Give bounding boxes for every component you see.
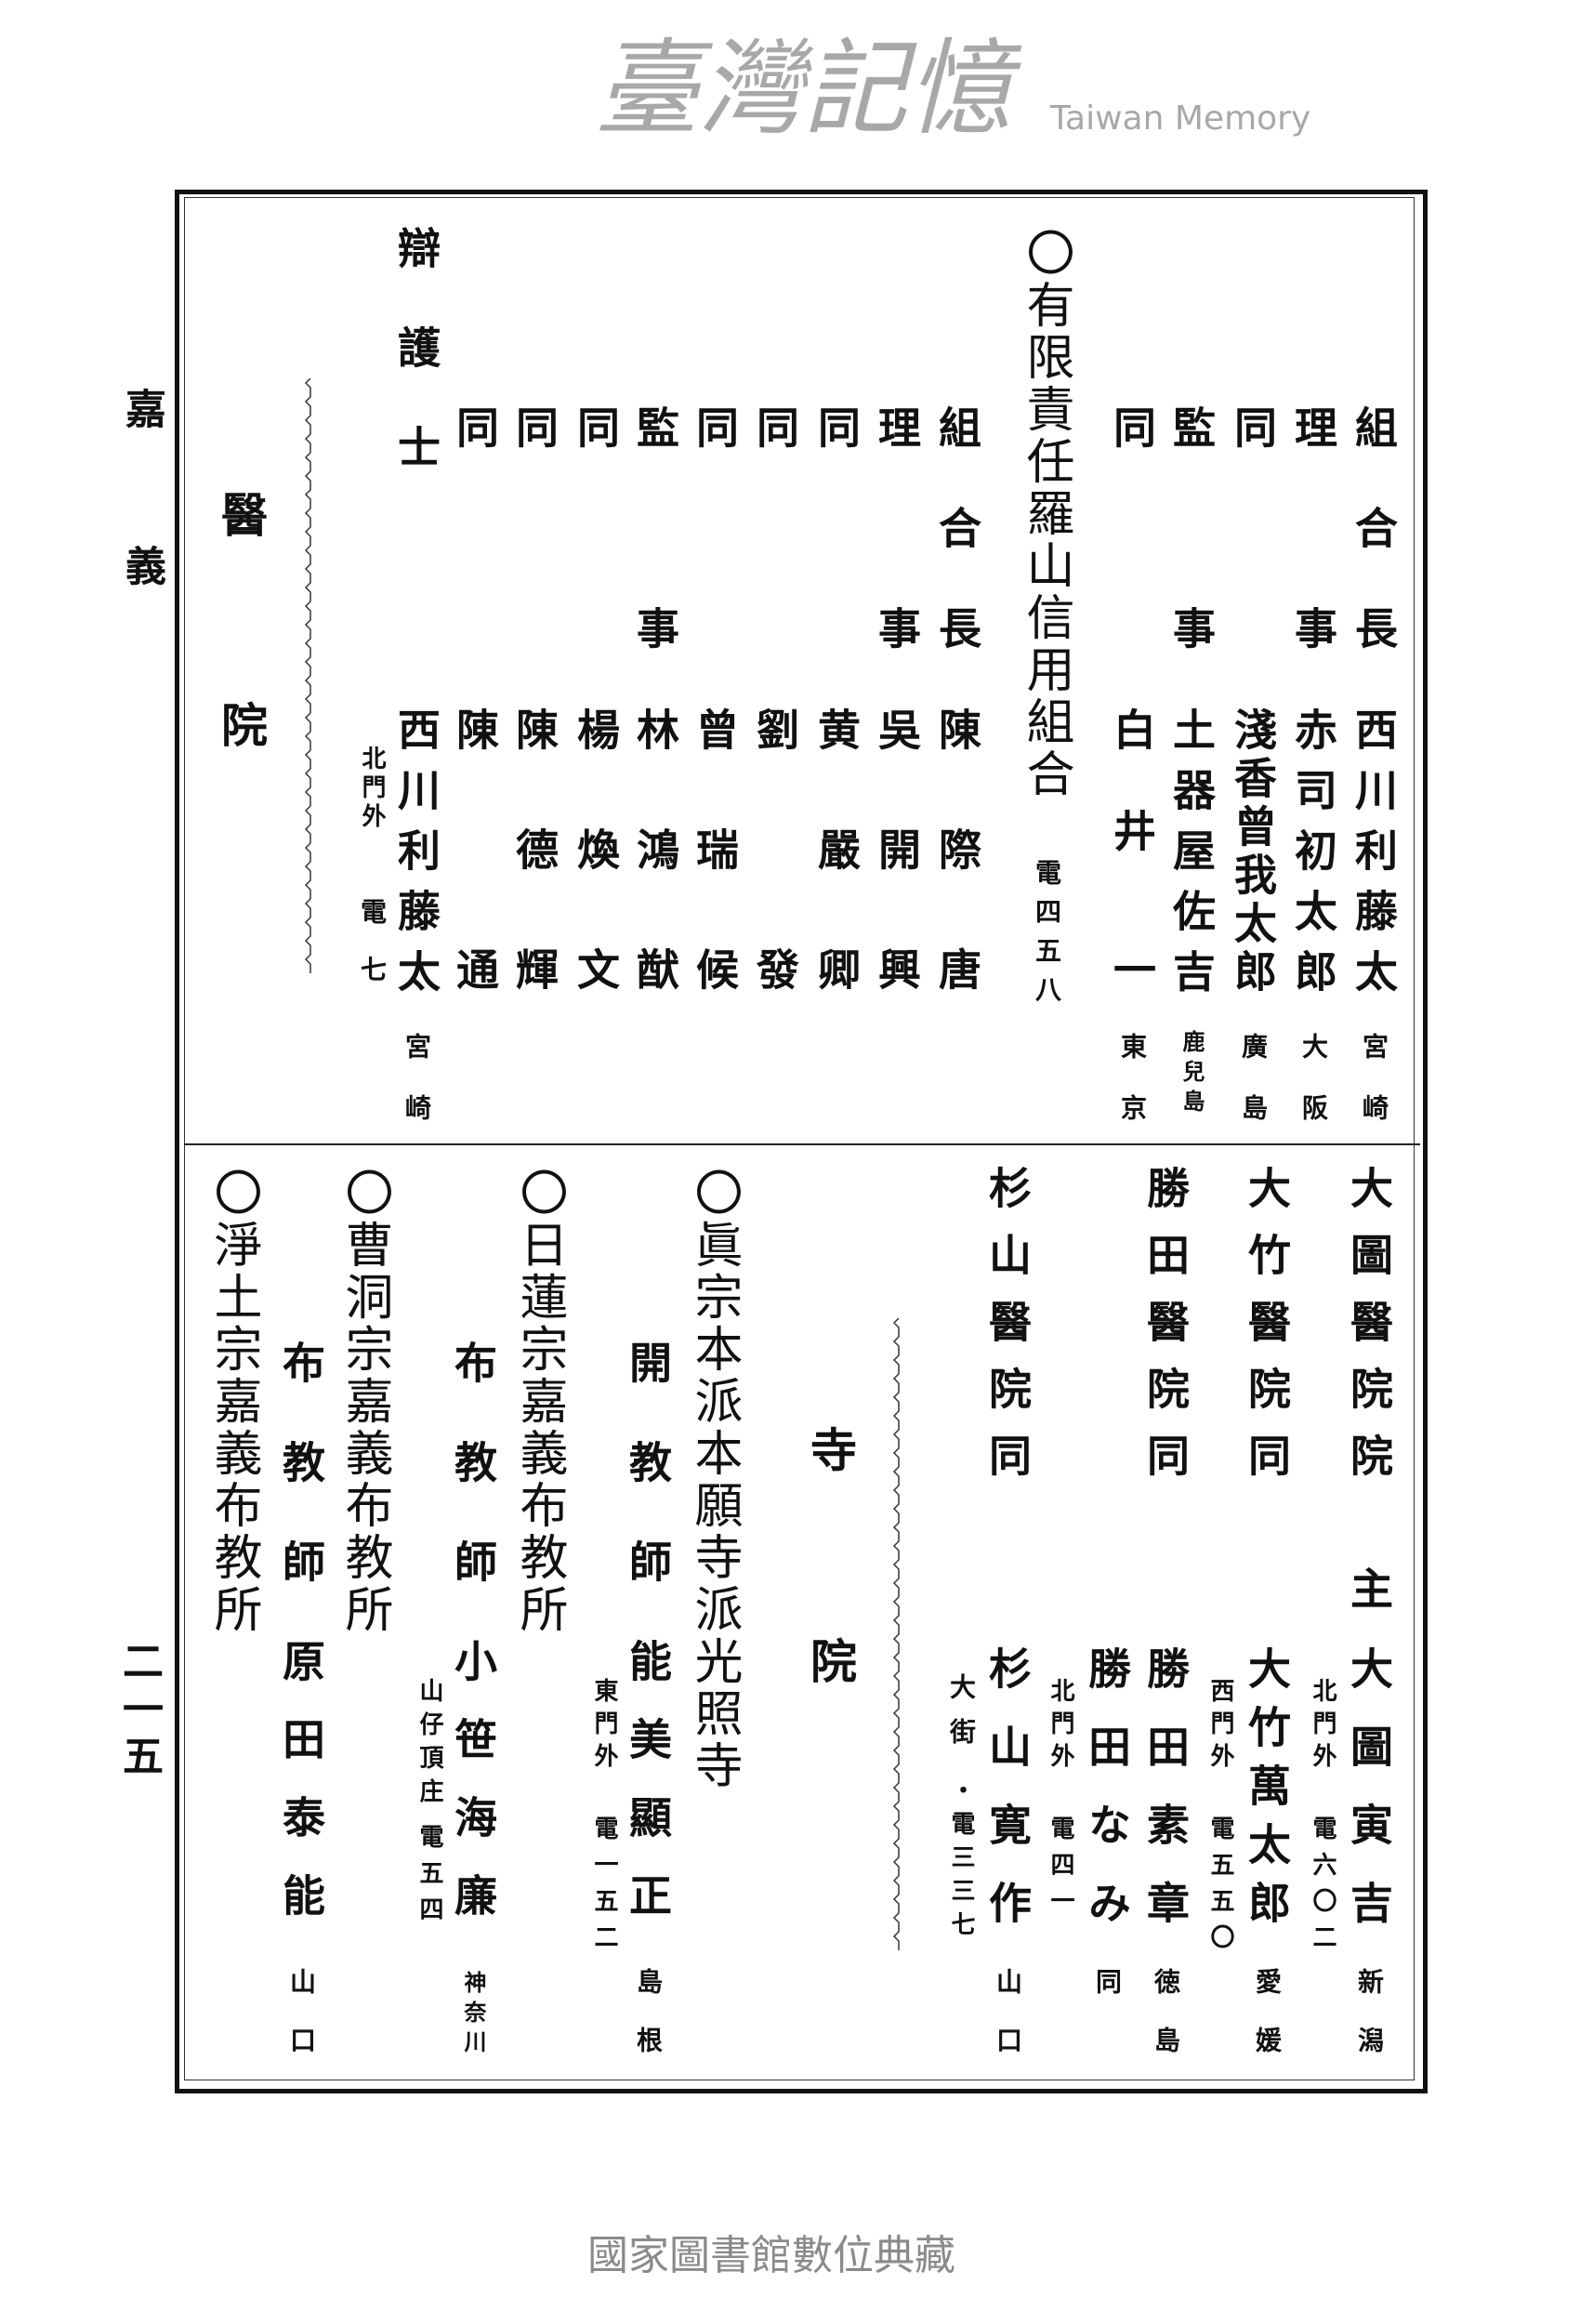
lawyer-phone: 電七	[357, 898, 388, 1013]
section-divider	[184, 1143, 1420, 1145]
watermark-english: Taiwan Memory	[1050, 99, 1311, 138]
temple-title: 〇曹洞宗嘉義布教所	[336, 1168, 392, 1636]
doctor-origin: 山口	[993, 1968, 1023, 2085]
member-name-part: 白井	[1107, 707, 1157, 910]
footer-credit: 國家圖書館數位典藏	[587, 2232, 955, 2279]
member-origin: 廣島	[1238, 1033, 1269, 1155]
member-role: 同	[1228, 405, 1278, 448]
member-role: 監 事	[630, 405, 680, 706]
member-origin: 東京	[1117, 1033, 1148, 1155]
member-name: 吳開興	[872, 707, 922, 1067]
member-origin: 大阪	[1298, 1033, 1329, 1155]
hospital-name: 大竹醫院同	[1242, 1166, 1292, 1500]
member-name-part: 一	[1107, 947, 1157, 990]
member-role: 同	[1107, 405, 1157, 448]
member-name: 陳際唐	[932, 707, 982, 1067]
member-origin: 宮崎	[1359, 1033, 1389, 1155]
wavy-rule-left	[304, 378, 311, 973]
doctor-origin: 愛媛	[1252, 1968, 1283, 2085]
priest-role: 布教師	[448, 1340, 498, 1639]
section-heading-temples: 寺院	[803, 1426, 858, 1848]
member-role: 同	[750, 405, 800, 448]
watermark-chinese: 臺灣記憶	[595, 29, 1011, 150]
temple-title: 〇淨土宗嘉義布教所	[205, 1168, 261, 1636]
doctor-name: 勝田素章	[1140, 1646, 1191, 1959]
lawyer-role: 辯護士	[391, 226, 441, 524]
member-role: 組合長	[1349, 405, 1399, 706]
member-name: 劉 發	[750, 707, 800, 1067]
doctor-name: 勝田なみ	[1082, 1646, 1132, 1959]
priest-name: 小笹海廉	[448, 1639, 498, 1951]
temple-title: 〇日蓮宗嘉義布教所	[511, 1168, 567, 1636]
hospital-address: 大街	[946, 1673, 977, 1763]
priest-origin: 山口	[286, 1968, 317, 2085]
lawyer-address: 北門外	[358, 746, 386, 832]
priest-role: 布教師	[276, 1340, 326, 1639]
member-name: 陳 通	[450, 707, 500, 1067]
priest-name: 原田泰能	[276, 1639, 326, 1951]
wavy-rule-center	[892, 1318, 900, 1950]
member-role: 同	[509, 405, 560, 448]
member-role: 組合長	[932, 405, 982, 706]
cooperative-title: 〇有限責任羅山信用組合	[1018, 228, 1073, 800]
member-name: 林鴻猷	[630, 707, 680, 1067]
priest-origin: 神奈川	[460, 1971, 487, 2060]
hospital-address: 北門外	[1047, 1678, 1074, 1776]
member-role: 同	[450, 405, 500, 448]
cooperative-phone: 電四五八	[1032, 859, 1062, 1015]
page-frame	[175, 190, 1428, 2093]
member-name: 黄嚴卿	[811, 707, 862, 1067]
member-origin: 鹿兒島	[1178, 1030, 1205, 1119]
member-name: 西川利藤太	[1349, 707, 1399, 1010]
page-frame-inner	[184, 197, 1415, 2080]
member-role: 同	[811, 405, 862, 448]
member-name: 赤司初太郎	[1288, 707, 1338, 1010]
lawyer-origin: 宮崎	[402, 1033, 432, 1155]
doctor-origin: 同	[1092, 1968, 1123, 1994]
temple-phone: 電一五二	[590, 1816, 618, 1961]
member-role: 同	[571, 405, 621, 448]
doctor-origin: 徳島	[1151, 1968, 1181, 2085]
temple-address: 山仔頂庄	[415, 1678, 443, 1812]
member-name: 楊煥文	[571, 707, 621, 1067]
hospital-name: 勝田醫院同	[1140, 1166, 1191, 1500]
doctor-name: 大圖寅吉	[1344, 1646, 1394, 1959]
priest-origin: 島根	[633, 1968, 664, 2085]
member-role: 理 事	[872, 405, 922, 706]
page-number: 二一五	[115, 1640, 163, 1782]
running-head-city: 嘉義	[118, 388, 165, 702]
member-role: 同	[690, 405, 740, 448]
hospital-phone: 電六〇二	[1309, 1816, 1336, 1961]
member-name: 陳德輝	[509, 707, 560, 1067]
section-heading-hospitals: 醫院	[214, 491, 269, 911]
member-name: 淺香曾我太郎	[1228, 707, 1278, 997]
hospital-phone: 電四一	[1047, 1816, 1074, 1924]
hospital-role: 主	[1344, 1566, 1394, 1609]
hospital-name: 大圖醫院院	[1344, 1166, 1394, 1500]
hospital-address: 北門外	[1309, 1678, 1336, 1776]
hospital-name: 杉山醫院同	[982, 1166, 1033, 1500]
lawyer-name: 西川利藤太	[391, 707, 441, 1010]
doctor-origin: 新潟	[1354, 1968, 1385, 2085]
hospital-phone: ・電三三七	[947, 1777, 975, 1945]
member-name: 土器屋佐吉	[1166, 707, 1217, 1010]
hospital-address: 西門外	[1206, 1678, 1234, 1776]
doctor-name: 大竹萬太郎	[1242, 1646, 1292, 1939]
member-role: 理 事	[1288, 405, 1338, 706]
priest-name: 能美顯正	[623, 1639, 673, 1951]
member-role: 監 事	[1166, 405, 1217, 706]
temple-address: 東門外	[590, 1678, 618, 1776]
temple-title: 〇眞宗本派本願寺派光照寺	[686, 1168, 742, 1792]
hospital-phone: 電五五〇	[1206, 1816, 1234, 1961]
temple-phone: 電五四	[415, 1824, 443, 1933]
doctor-name: 杉山寛作	[982, 1646, 1033, 1959]
priest-role: 開教師	[623, 1340, 673, 1639]
member-name: 曾瑞候	[690, 707, 740, 1067]
